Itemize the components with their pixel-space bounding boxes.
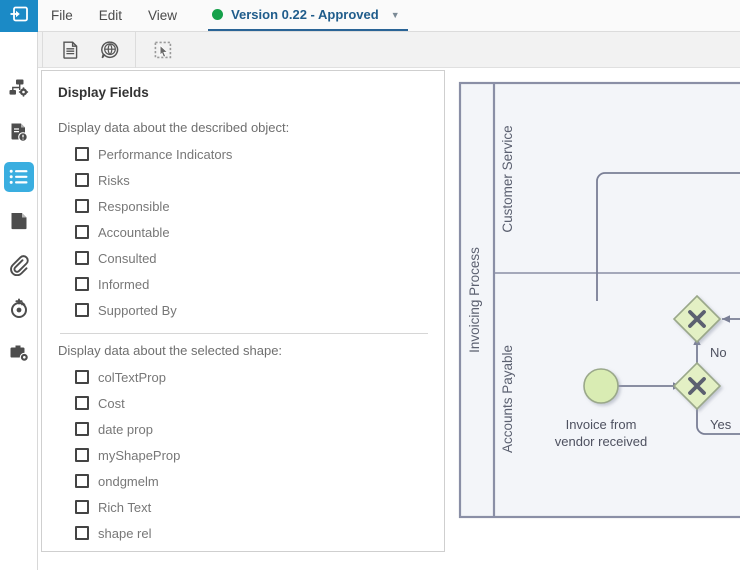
- checkbox-box[interactable]: [75, 474, 89, 488]
- flow-label-no: No: [710, 345, 727, 360]
- sidebar-item-attachments[interactable]: [4, 250, 34, 280]
- checkbox-label: colTextProp: [98, 369, 166, 385]
- version-label: Version 0.22 - Approved: [231, 7, 379, 22]
- checkbox-box[interactable]: [75, 303, 89, 317]
- checkbox-box[interactable]: [75, 422, 89, 436]
- menu-item-edit[interactable]: Edit: [98, 8, 123, 23]
- checkbox-row[interactable]: myShapeProp: [58, 442, 428, 468]
- left-rail: [0, 0, 38, 570]
- checkbox-row[interactable]: Responsible: [58, 193, 428, 219]
- checkbox-box[interactable]: [75, 396, 89, 410]
- flow-label-yes: Yes: [710, 417, 732, 432]
- checkbox-label: Supported By: [98, 302, 177, 318]
- page-icon: [8, 210, 30, 232]
- checkbox-box[interactable]: [75, 251, 89, 265]
- toolbar-language-button[interactable]: [95, 36, 125, 64]
- briefcase-settings-icon: [8, 342, 30, 364]
- checkbox-row[interactable]: Consulted: [58, 245, 428, 271]
- lane-label-accounts-payable: Accounts Payable: [500, 345, 515, 453]
- section-divider: [60, 333, 428, 334]
- display-fields-panel: Display Fields Display data about the de…: [41, 70, 445, 552]
- attachment-icon: [8, 254, 30, 276]
- sidebar-item-display-fields[interactable]: [3, 162, 34, 192]
- toolbar-group-view: [47, 32, 125, 68]
- toolbar-divider-mid: [135, 31, 136, 68]
- checkbox-row[interactable]: date prop: [58, 416, 428, 442]
- start-event-label-line1: Invoice from: [566, 417, 637, 432]
- checkbox-label: shape rel: [98, 525, 152, 541]
- checkbox-box[interactable]: [75, 500, 89, 514]
- chevron-down-icon[interactable]: ▼: [390, 9, 400, 20]
- bpmn-start-event[interactable]: [583, 368, 619, 404]
- toolbar-group-select: [140, 32, 178, 68]
- checkbox-box[interactable]: [75, 225, 89, 239]
- select-cursor-icon: [154, 41, 172, 59]
- sequence-flow-yes[interactable]: Yes: [696, 409, 740, 435]
- history-refresh-icon: [8, 298, 30, 320]
- diagram-canvas[interactable]: Invoicing Process Customer Service Accou…: [446, 69, 740, 570]
- lane-label-customer-service: Customer Service: [500, 125, 515, 232]
- panel-title: Display Fields: [58, 85, 149, 100]
- checkbox-box[interactable]: [75, 526, 89, 540]
- sidebar-item-page[interactable]: [4, 206, 34, 236]
- checkbox-label: ondgmelm: [98, 473, 159, 489]
- bpmn-gateway-lower[interactable]: [672, 361, 722, 411]
- toolbar: [38, 31, 740, 68]
- checkbox-row[interactable]: ondgmelm: [58, 468, 428, 494]
- checkbox-box[interactable]: [75, 147, 89, 161]
- sequence-flow-loop[interactable]: [596, 172, 740, 301]
- checkbox-label: Performance Indicators: [98, 146, 233, 162]
- toolbar-select-button[interactable]: [148, 36, 178, 64]
- sidebar-item-project-settings[interactable]: [4, 338, 34, 368]
- checkbox-label: Informed: [98, 276, 150, 292]
- checkbox-row[interactable]: Accountable: [58, 219, 428, 245]
- globe-comment-icon: [101, 40, 119, 59]
- menu-item-file[interactable]: File: [51, 8, 73, 23]
- checkbox-box[interactable]: [75, 199, 89, 213]
- checkbox-box[interactable]: [75, 448, 89, 462]
- checkbox-row[interactable]: Informed: [58, 271, 428, 297]
- checkbox-label: date prop: [98, 421, 153, 437]
- checkbox-row[interactable]: Risks: [58, 167, 428, 193]
- rail-import-button[interactable]: [0, 0, 38, 32]
- toolbar-document-button[interactable]: [55, 36, 85, 64]
- object-checkbox-list: Performance Indicators Risks Responsible…: [58, 141, 428, 323]
- version-status-tab[interactable]: Version 0.22 - Approved ▼: [208, 0, 408, 31]
- checkbox-row[interactable]: shape rel: [58, 520, 428, 546]
- checkbox-row[interactable]: Supported By: [58, 297, 428, 323]
- sidebar-item-history[interactable]: [4, 294, 34, 324]
- checkbox-row[interactable]: Performance Indicators: [58, 141, 428, 167]
- checkbox-label: Risks: [98, 172, 130, 188]
- import-arrow-icon: [9, 5, 29, 28]
- shape-checkbox-list: colTextProp Cost date prop myShapeProp o…: [58, 364, 428, 546]
- list-fields-icon: [9, 168, 29, 186]
- shape-section-label: Display data about the selected shape:: [58, 343, 283, 358]
- sidebar-item-process-settings[interactable]: [4, 74, 34, 104]
- checkbox-box[interactable]: [75, 370, 89, 384]
- checkbox-row[interactable]: colTextProp: [58, 364, 428, 390]
- checkbox-label: Responsible: [98, 198, 170, 214]
- pool-label: Invoicing Process: [467, 247, 482, 353]
- document-info-icon: [8, 122, 30, 144]
- document-icon: [62, 41, 79, 59]
- menu-item-view[interactable]: View: [148, 8, 178, 23]
- toolbar-divider-left: [42, 31, 43, 68]
- object-section-label: Display data about the described object:: [58, 120, 290, 135]
- version-status-dot: [212, 9, 224, 20]
- checkbox-label: Rich Text: [98, 499, 152, 515]
- menubar: File Edit View Version 0.22 - Approved ▼: [38, 0, 740, 32]
- checkbox-label: Cost: [98, 395, 125, 411]
- checkbox-box[interactable]: [75, 277, 89, 291]
- checkbox-label: myShapeProp: [98, 447, 181, 463]
- checkbox-label: Accountable: [98, 224, 170, 240]
- bpmn-gateway-upper[interactable]: [672, 294, 722, 344]
- checkbox-box[interactable]: [75, 173, 89, 187]
- checkbox-row[interactable]: Rich Text: [58, 494, 428, 520]
- process-settings-icon: [8, 78, 30, 100]
- checkbox-row[interactable]: Cost: [58, 390, 428, 416]
- checkbox-label: Consulted: [98, 250, 157, 266]
- sidebar-item-document-info[interactable]: [4, 118, 34, 148]
- start-event-label-line2: vendor received: [555, 434, 648, 449]
